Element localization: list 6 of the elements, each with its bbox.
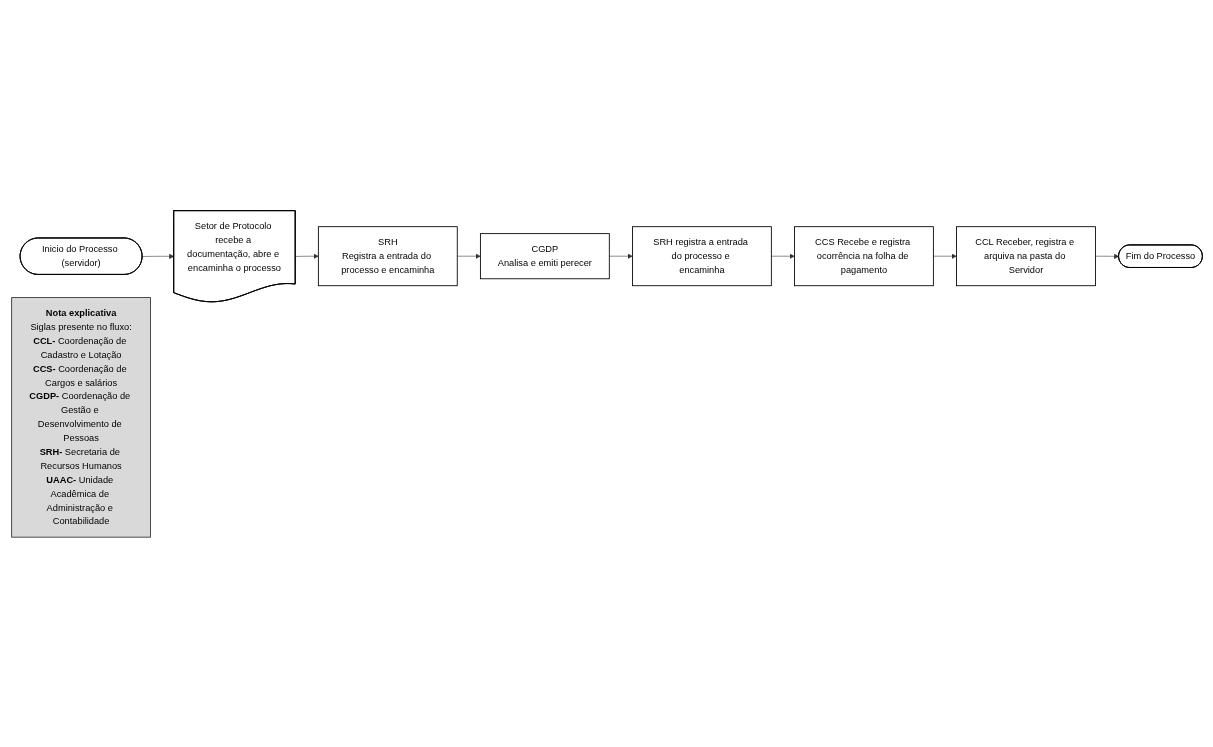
- node-box: SRH Registra a entrada do processo e encaminha: [317, 225, 458, 286]
- node-box: CCS Recebe e registra ocorrência na folha de pagamento: [793, 225, 934, 286]
- node-box: CCL Receber, registra e arquiva na pasta do Servidor: [955, 225, 1096, 286]
- node-box: CGDP Analisa e emiti perecer: [479, 232, 610, 279]
- node-box: SRH registra a entrada do processo e encaminha: [631, 225, 772, 286]
- node-box: Nota explicativa Siglas presente no fluxo: CCL- Coordenação de Cadastro e Lotação CCS- Coordenação de Cargos e salários CGDP- Coordenação de Gestão e Desenvolvimento de Pessoas SRH- Secretaria de Recursos Humanos UAAC- Unidade Acadêmica de Administração e Contabilidade: [10, 296, 151, 538]
